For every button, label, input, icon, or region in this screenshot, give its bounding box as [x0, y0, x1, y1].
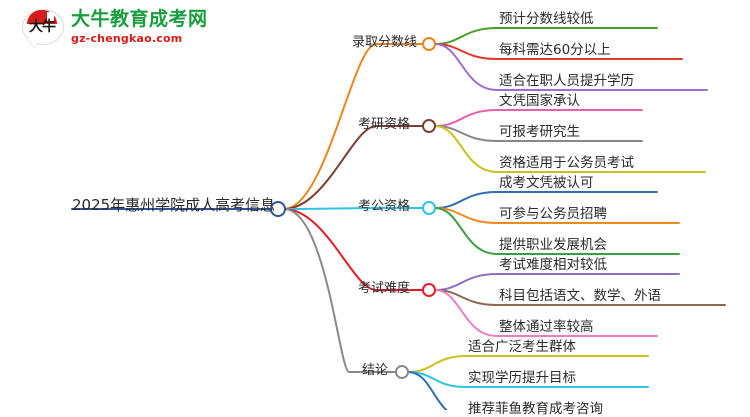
- mindmap-nodes: [270, 37, 436, 379]
- logo-text-block: 大牛教育成考网 gz-chengkao.com: [71, 8, 208, 45]
- branch-label-2: 考公资格: [358, 199, 411, 214]
- root-node[interactable]: [270, 201, 286, 217]
- leaf-label-3-2: 整体通过率较高: [499, 319, 594, 335]
- branch-link-4: [283, 208, 396, 373]
- logo-cap-dot: [47, 12, 54, 21]
- branch-label-1: 考研资格: [358, 117, 411, 132]
- leaf-link-0-2: [434, 43, 708, 91]
- branch-link-2: [283, 207, 423, 210]
- leaf-label-4-2: 推荐菲鱼教育成考咨询: [468, 401, 603, 417]
- branch-node-4[interactable]: [395, 365, 409, 379]
- branch-link-1: [283, 125, 423, 210]
- leaf-link-1-2: [434, 125, 706, 173]
- branch-node-1[interactable]: [422, 119, 436, 133]
- leaf-label-1-0: 文凭国家承认: [499, 93, 580, 109]
- leaf-label-1-2: 资格适用于公务员考试: [499, 155, 634, 171]
- root-node-label: 2025年惠州学院成人高考信息: [72, 196, 276, 214]
- leaf-label-3-1: 科目包括语文、数学、外语: [499, 288, 661, 304]
- leaf-link-4-2: [407, 371, 448, 410]
- logo-brand-name: 大牛教育成考网: [71, 8, 208, 30]
- leaf-link-0-1: [434, 43, 683, 60]
- leaf-link-3-0: [434, 273, 680, 291]
- leaf-link-2-1: [434, 207, 680, 224]
- logo-cap-shape: [27, 10, 57, 24]
- leaf-label-0-0: 预计分数线较低: [499, 11, 594, 27]
- branch-label-3: 考试难度: [358, 281, 411, 296]
- leaf-link-4-1: [407, 371, 649, 388]
- leaf-link-0-0: [434, 27, 658, 45]
- leaf-link-2-2: [434, 207, 680, 255]
- leaf-label-0-2: 适合在职人员提升学历: [499, 73, 634, 89]
- branch-label-4: 结论: [362, 363, 389, 378]
- branch-link-3: [283, 208, 423, 291]
- leaf-link-3-2: [434, 289, 658, 337]
- leaf-label-2-1: 可参与公务员招聘: [499, 206, 607, 222]
- leaf-label-4-1: 实现学历提升目标: [468, 370, 576, 386]
- logo-domain: gz-chengkao.com: [71, 32, 183, 45]
- leaf-label-3-0: 考试难度相对较低: [499, 257, 607, 273]
- leaf-label-4-0: 适合广泛考生群体: [468, 339, 576, 355]
- leaf-link-1-0: [434, 109, 643, 127]
- leaf-link-3-1: [434, 289, 726, 306]
- leaf-link-2-0: [434, 191, 658, 209]
- leaf-link-4-0: [407, 355, 649, 373]
- logo-mark-text: 大牛: [29, 19, 56, 35]
- leaf-label-2-0: 成考文凭被认可: [499, 175, 594, 191]
- site-logo: 大牛 大牛教育成考网 gz-chengkao.com: [22, 7, 208, 48]
- logo-mark-icon: 大牛: [22, 7, 64, 48]
- leaf-label-0-1: 每科需达60分以上: [499, 42, 611, 58]
- mindmap-links: [71, 27, 726, 410]
- branch-node-3[interactable]: [422, 283, 436, 297]
- leaf-label-2-2: 提供职业发展机会: [499, 237, 607, 253]
- logo-bubble-tail: [28, 39, 38, 48]
- leaf-link-1-1: [434, 125, 643, 142]
- branch-label-0: 录取分数线: [352, 35, 418, 50]
- branch-node-0[interactable]: [422, 37, 436, 51]
- leaf-label-1-1: 可报考研究生: [499, 124, 580, 140]
- branch-node-2[interactable]: [422, 201, 436, 215]
- branch-link-0: [283, 43, 423, 210]
